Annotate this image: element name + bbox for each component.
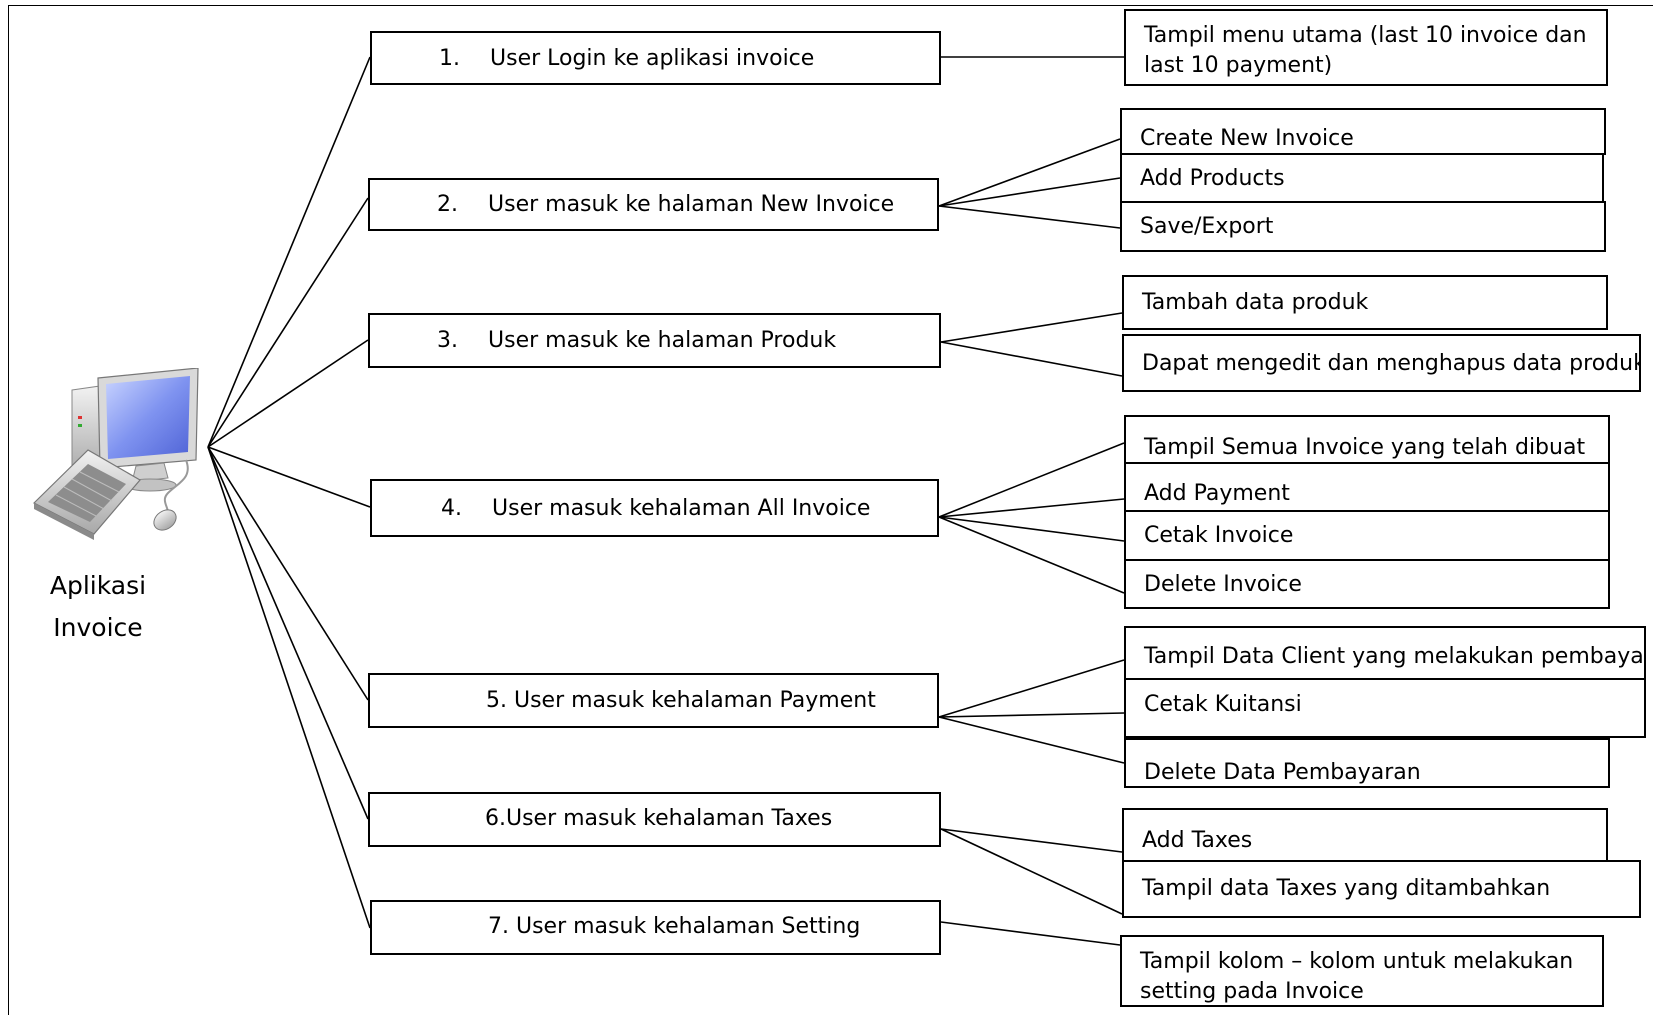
step-3-number: 3. [437,328,458,353]
connector-step-3-child-2 [940,341,1123,377]
step-6-label: 6.User masuk kehalaman Taxes [485,806,833,831]
step-5-child-3: Delete Data Pembayaran [1124,738,1610,788]
step-5-child-2: Cetak Kuitansi [1124,678,1646,738]
connector-root-step-7 [207,446,371,929]
step-4-number: 4. [441,495,462,521]
connector-step-3-child-1 [940,312,1123,343]
connector-root-step-2 [207,197,369,448]
diagram-frame [8,5,1653,1015]
step-1-box: 1. User Login ke aplikasi invoice [370,31,941,85]
step-4-child-2: Add Payment [1124,462,1610,512]
step-2-number: 2. [437,192,458,217]
connector-root-step-4 [207,446,371,508]
connector-root-step-6 [207,446,369,820]
connector-step-4-child-3 [938,516,1125,542]
step-1-number: 1. [439,45,460,71]
step-2-label: User masuk ke halaman New Invoice [488,192,895,217]
connector-root-step-3 [207,339,369,448]
step-3-label: User masuk ke halaman Produk [488,328,837,353]
step-7-child-1: Tampil kolom – kolom untuk melakukan set… [1120,935,1604,1007]
step-3-child-2: Dapat mengedit dan menghapus data produk [1122,334,1641,392]
step-5-box: 5. User masuk kehalaman Payment [368,673,939,728]
connector-step-5-child-2 [938,712,1125,718]
root-label: Aplikasi Invoice [49,571,147,642]
step-4-box: 4. User masuk kehalaman All Invoice [370,479,939,537]
connector-step-4-child-2 [938,498,1125,518]
step-4-child-1: Tampil Semua Invoice yang telah dibuat [1124,415,1610,465]
step-4-child-4: Delete Invoice [1124,559,1610,609]
step-2-child-2: Add Products [1120,153,1604,203]
step-1-label: User Login ke aplikasi invoice [490,45,815,71]
step-6-box: 6.User masuk kehalaman Taxes [368,792,941,847]
step-7-box: 7. User masuk kehalaman Setting [370,900,941,955]
desktop-computer-icon [32,368,199,540]
connector-step-4-child-1 [938,442,1125,518]
step-2-child-3: Save/Export [1120,201,1606,252]
connector-root-step-5 [207,446,369,701]
step-3-child-1: Tambah data produk [1122,275,1608,330]
connector-step-2-child-3 [938,205,1121,229]
step-5-label: 5. User masuk kehalaman Payment [486,688,876,713]
step-6-child-1: Add Taxes [1122,808,1608,866]
connector-step-6-child-1 [940,828,1123,853]
step-1-child-1: Tampil menu utama (last 10 invoice dan l… [1124,9,1608,86]
connector-root-step-1 [207,56,371,448]
step-2-box: 2. User masuk ke halaman New Invoice [368,178,939,231]
step-4-label: User masuk kehalaman All Invoice [492,495,871,521]
connector-step-2-child-1 [938,138,1121,207]
connector-step-4-child-4 [938,516,1125,594]
step-5-child-1: Tampil Data Client yang melakukan pembay… [1124,626,1646,686]
connector-step-2-child-2 [938,177,1121,207]
step-2-child-1: Create New Invoice [1120,108,1606,155]
connector-step-7-child [940,921,1121,946]
step-7-label: 7. User masuk kehalaman Setting [488,914,861,939]
connector-step-5-child-1 [938,659,1125,718]
step-3-box: 3. User masuk ke halaman Produk [368,313,941,368]
connector-step-6-child-2 [940,828,1123,915]
step-4-child-3: Cetak Invoice [1124,510,1610,561]
step-6-child-2: Tampil data Taxes yang ditambahkan [1122,860,1641,918]
connector-step-5-child-3 [938,716,1125,764]
